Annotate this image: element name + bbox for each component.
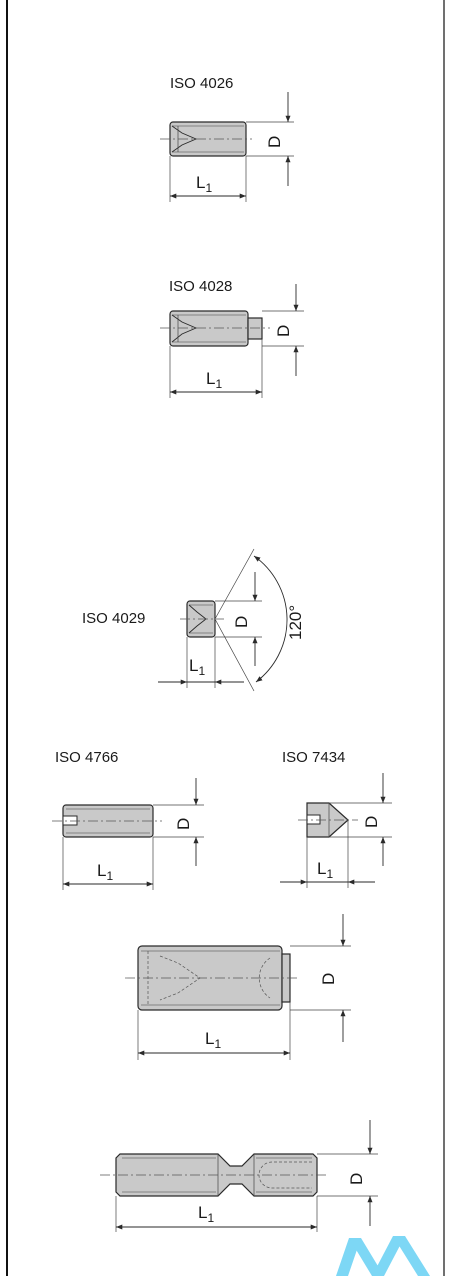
diameter-label: D bbox=[274, 325, 293, 337]
length-label: L1 bbox=[189, 656, 205, 678]
slot bbox=[62, 815, 78, 826]
watermark-logo bbox=[336, 1236, 430, 1276]
length-label: L1 bbox=[317, 859, 333, 881]
figure-long-screw: D L1 bbox=[125, 914, 351, 1060]
standard-label: ISO 7434 bbox=[282, 749, 345, 766]
diameter-label: D bbox=[174, 818, 193, 830]
diameter-label: D bbox=[362, 816, 381, 828]
angle-arc bbox=[253, 555, 288, 683]
length-label: L1 bbox=[97, 861, 113, 883]
length-label: L1 bbox=[206, 369, 222, 391]
figure-iso-7434: ISO 7434 D L1 bbox=[280, 749, 392, 888]
slot bbox=[306, 814, 321, 825]
screw-body bbox=[306, 802, 349, 838]
figure-neck-screw: D L1 bbox=[100, 1120, 378, 1232]
figure-iso-4766: ISO 4766 D L1 bbox=[52, 749, 204, 890]
standard-label: ISO 4029 bbox=[82, 610, 145, 627]
figure-iso-4028: ISO 4028 D L1 bbox=[160, 278, 304, 398]
diameter-label: D bbox=[347, 1173, 366, 1185]
standard-label: ISO 4028 bbox=[169, 278, 232, 295]
figure-iso-4026: ISO 4026 D L1 bbox=[160, 75, 294, 202]
diameter-label: D bbox=[232, 616, 251, 628]
standard-label: ISO 4026 bbox=[170, 75, 233, 92]
standard-label: ISO 4766 bbox=[55, 749, 118, 766]
angle-label: 120° bbox=[286, 605, 305, 640]
length-label: L1 bbox=[196, 173, 212, 195]
length-label: L1 bbox=[205, 1029, 221, 1051]
length-label: L1 bbox=[198, 1203, 214, 1225]
figure-iso-4029: ISO 4029 120° D L1 bbox=[82, 548, 305, 692]
diameter-label: D bbox=[319, 973, 338, 985]
dog-point bbox=[247, 317, 263, 340]
diameter-label: D bbox=[265, 136, 284, 148]
screw-body bbox=[169, 310, 249, 347]
